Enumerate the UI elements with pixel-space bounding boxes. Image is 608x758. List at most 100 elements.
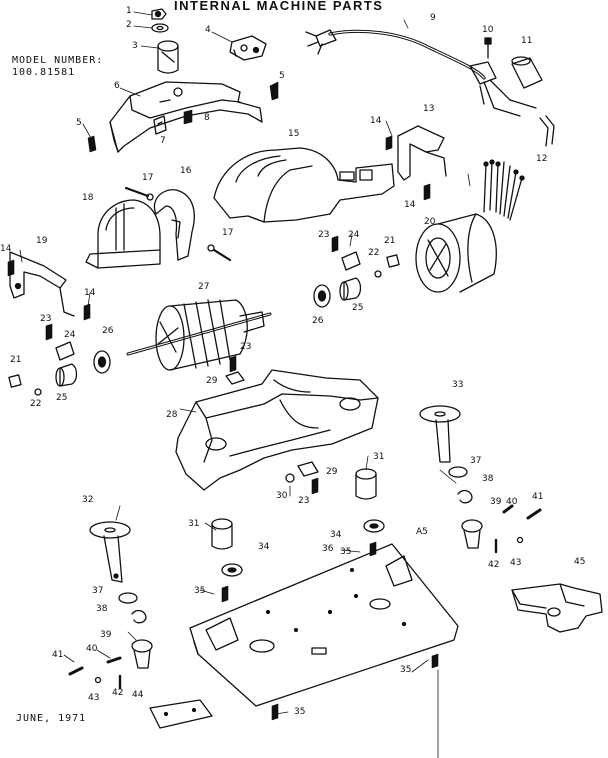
callout-part-18: 18 — [82, 193, 94, 203]
callout-part-16: 16 — [180, 166, 192, 176]
part-30-nut — [285, 473, 295, 483]
callout-part-34: 34 — [258, 542, 270, 552]
part-14-screws — [7, 135, 431, 321]
part-42-43-screws — [94, 536, 524, 690]
part-7-clip — [153, 115, 167, 135]
callout-part-7: 7 — [160, 136, 166, 146]
callout-part-17: 17 — [142, 173, 154, 183]
part-5-screws — [87, 81, 279, 153]
callout-part-43: 43 — [510, 558, 522, 568]
callout-part-43: 43 — [88, 693, 100, 703]
callout-part-31: 31 — [373, 452, 385, 462]
callout-part-5: 5 — [76, 118, 82, 128]
part-33-gear — [419, 405, 461, 463]
callout-part-34: 34 — [330, 530, 342, 540]
part-39-bearings — [131, 519, 483, 669]
part-19-bracket — [9, 251, 75, 317]
part-20-field-coil — [415, 159, 525, 293]
callout-part-41: 41 — [532, 492, 544, 502]
part-4-switch-bracket — [229, 35, 267, 61]
callout-part-29: 29 — [326, 467, 338, 477]
callout-part-23: 23 — [240, 342, 252, 352]
part-24-brush-holders — [55, 251, 361, 361]
callout-part-1: 1 — [126, 6, 132, 16]
callout-part-33: 33 — [452, 380, 464, 390]
callout-part-22: 22 — [368, 248, 380, 258]
part-15-housing-cover — [213, 147, 395, 223]
callout-part-35: 35 — [294, 707, 306, 717]
callout-part-44: 44 — [132, 690, 144, 700]
callout-part-19: 19 — [36, 236, 48, 246]
callout-part-10: 10 — [482, 25, 494, 35]
callout-part-36: 36 — [322, 544, 334, 554]
callout-part-17: 17 — [222, 228, 234, 238]
callout-part-42: 42 — [112, 688, 124, 698]
callout-part-29: 29 — [206, 376, 218, 386]
part-29-brackets — [225, 371, 319, 477]
callout-part-38: 38 — [482, 474, 494, 484]
part-8-screw — [183, 109, 193, 125]
part-28-motor-housing — [175, 369, 379, 491]
callout-part-38: 38 — [96, 604, 108, 614]
part-21-brushes — [8, 254, 400, 388]
callout-part-14: 14 — [370, 116, 382, 126]
callout-part-30: 30 — [276, 491, 288, 501]
part-9-power-cord — [305, 29, 537, 117]
part-3-bushing — [157, 40, 179, 74]
part-17-pins — [124, 186, 232, 262]
callout-part-15: 15 — [288, 129, 300, 139]
callout-part-8: 8 — [204, 113, 210, 123]
part-13-bracket — [397, 125, 447, 181]
part-27-armature — [126, 299, 272, 371]
part-23-screws — [45, 235, 339, 495]
model-number-value: 100.81581 — [12, 67, 76, 78]
callout-part-4: 4 — [205, 25, 211, 35]
part-25-caps — [55, 277, 362, 387]
part-40-41-pins — [68, 504, 542, 676]
callout-part-25: 25 — [56, 393, 68, 403]
callout-part-9: 9 — [430, 13, 436, 23]
callout-part-14: 14 — [404, 200, 416, 210]
callout-part-26: 26 — [312, 316, 324, 326]
callout-part-2: 2 — [126, 20, 132, 30]
callout-part-3: 3 — [132, 41, 138, 51]
callout-part-39: 39 — [100, 630, 112, 640]
callout-part-21: 21 — [10, 355, 22, 365]
part-6-field-bracket — [109, 81, 263, 153]
callout-part-12: 12 — [536, 154, 548, 164]
callout-part-20: 20 — [424, 217, 436, 227]
callout-part-a5: A5 — [416, 527, 428, 537]
callout-part-22: 22 — [30, 399, 42, 409]
callout-part-14: 14 — [0, 244, 12, 254]
callout-part-32: 32 — [82, 495, 94, 505]
part-12-leads — [539, 115, 555, 147]
part-45-lever — [511, 583, 603, 633]
callout-part-41: 41 — [52, 650, 64, 660]
callout-part-26: 26 — [102, 326, 114, 336]
part-38-clips — [131, 489, 473, 624]
part-35-screws — [221, 541, 439, 721]
model-number-label: MODEL NUMBER: — [12, 55, 104, 66]
callout-part-35: 35 — [340, 547, 352, 557]
part-2-washer — [151, 23, 169, 33]
callout-part-37: 37 — [92, 586, 104, 596]
callout-part-31: 31 — [188, 519, 200, 529]
callout-part-23: 23 — [40, 314, 52, 324]
callout-part-6: 6 — [114, 81, 120, 91]
callout-part-24: 24 — [64, 330, 76, 340]
diagram-title: INTERNAL MACHINE PARTS — [174, 0, 384, 13]
callout-part-40: 40 — [506, 497, 518, 507]
callout-part-11: 11 — [521, 36, 533, 46]
callout-part-13: 13 — [423, 104, 435, 114]
callout-part-45: 45 — [574, 557, 586, 567]
callout-part-39: 39 — [490, 497, 502, 507]
part-36-base-plate — [189, 543, 459, 707]
part-16-guard — [153, 189, 195, 261]
callout-part-28: 28 — [166, 410, 178, 420]
part-44-plate — [149, 699, 213, 729]
callout-part-21: 21 — [384, 236, 396, 246]
part-26-bearings — [93, 284, 331, 374]
part-37-rings — [118, 466, 468, 604]
part-32-gear — [89, 521, 131, 583]
